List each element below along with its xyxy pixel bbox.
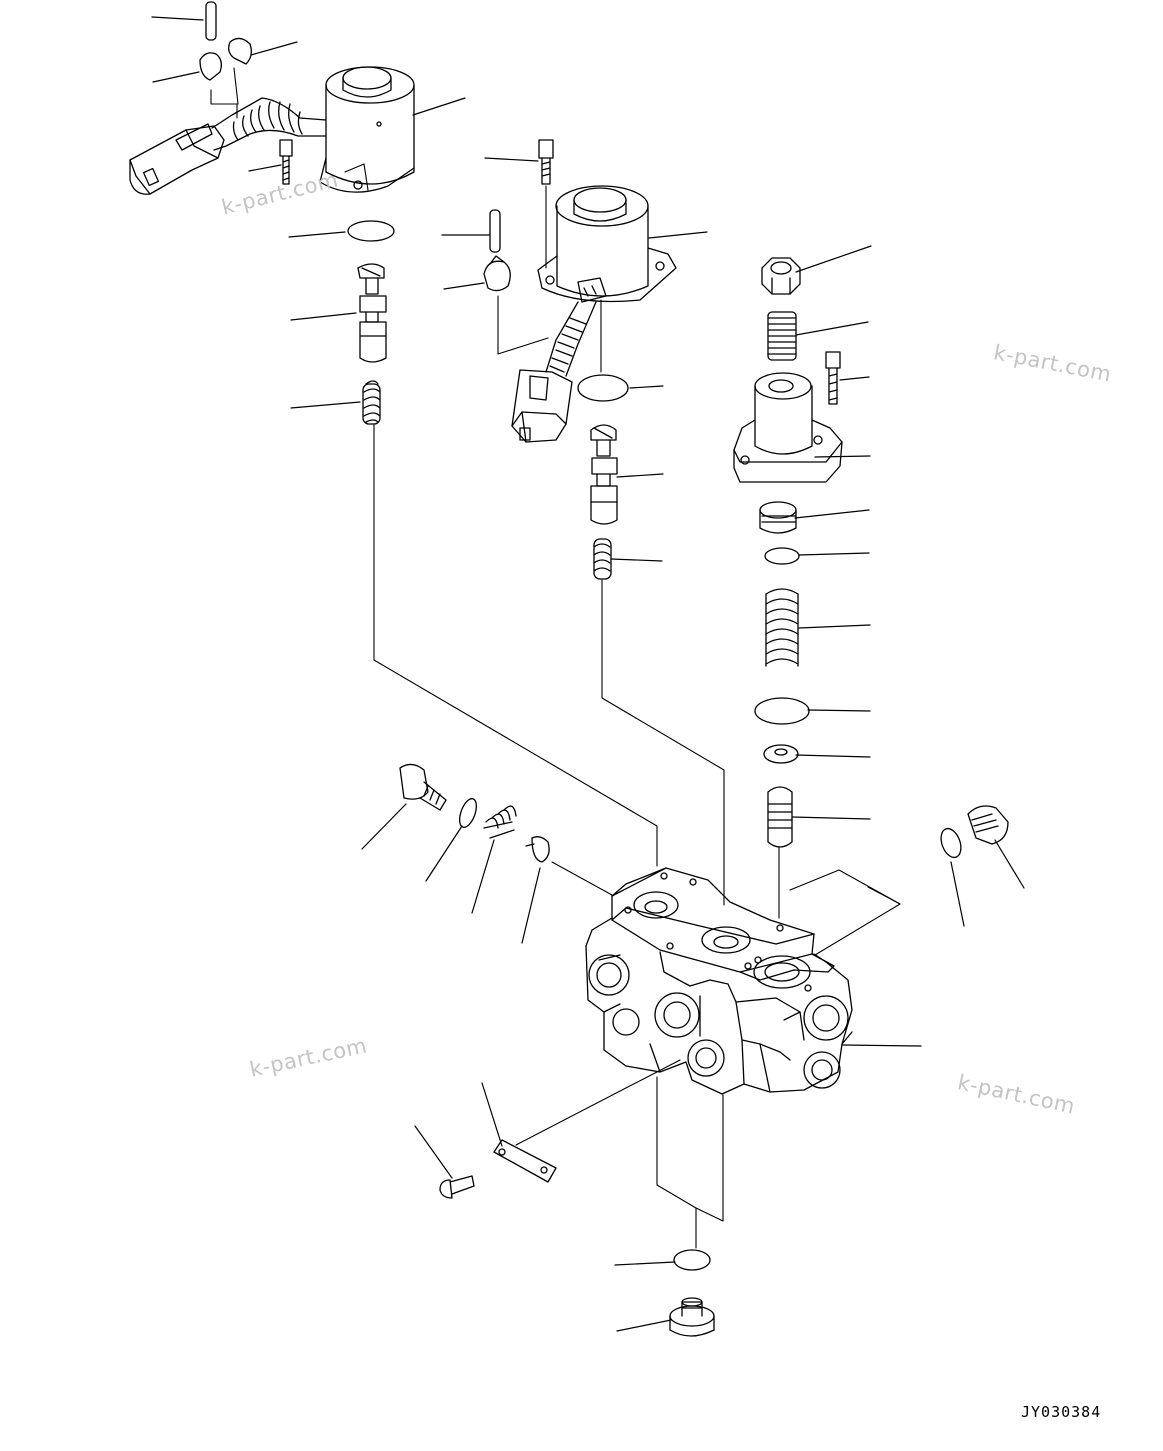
bottom-parts xyxy=(439,1139,715,1337)
assembly-lines xyxy=(210,67,901,1249)
pressure-reducing-valve-body xyxy=(733,257,843,848)
solenoid-valve-upper-left xyxy=(129,1,415,425)
left-fittings xyxy=(399,763,1009,863)
leader-lines xyxy=(151,16,1025,1332)
drawing-code: JY030384 xyxy=(1021,1403,1102,1421)
solenoid-valve-center xyxy=(483,139,677,580)
valve-body xyxy=(585,867,853,1095)
